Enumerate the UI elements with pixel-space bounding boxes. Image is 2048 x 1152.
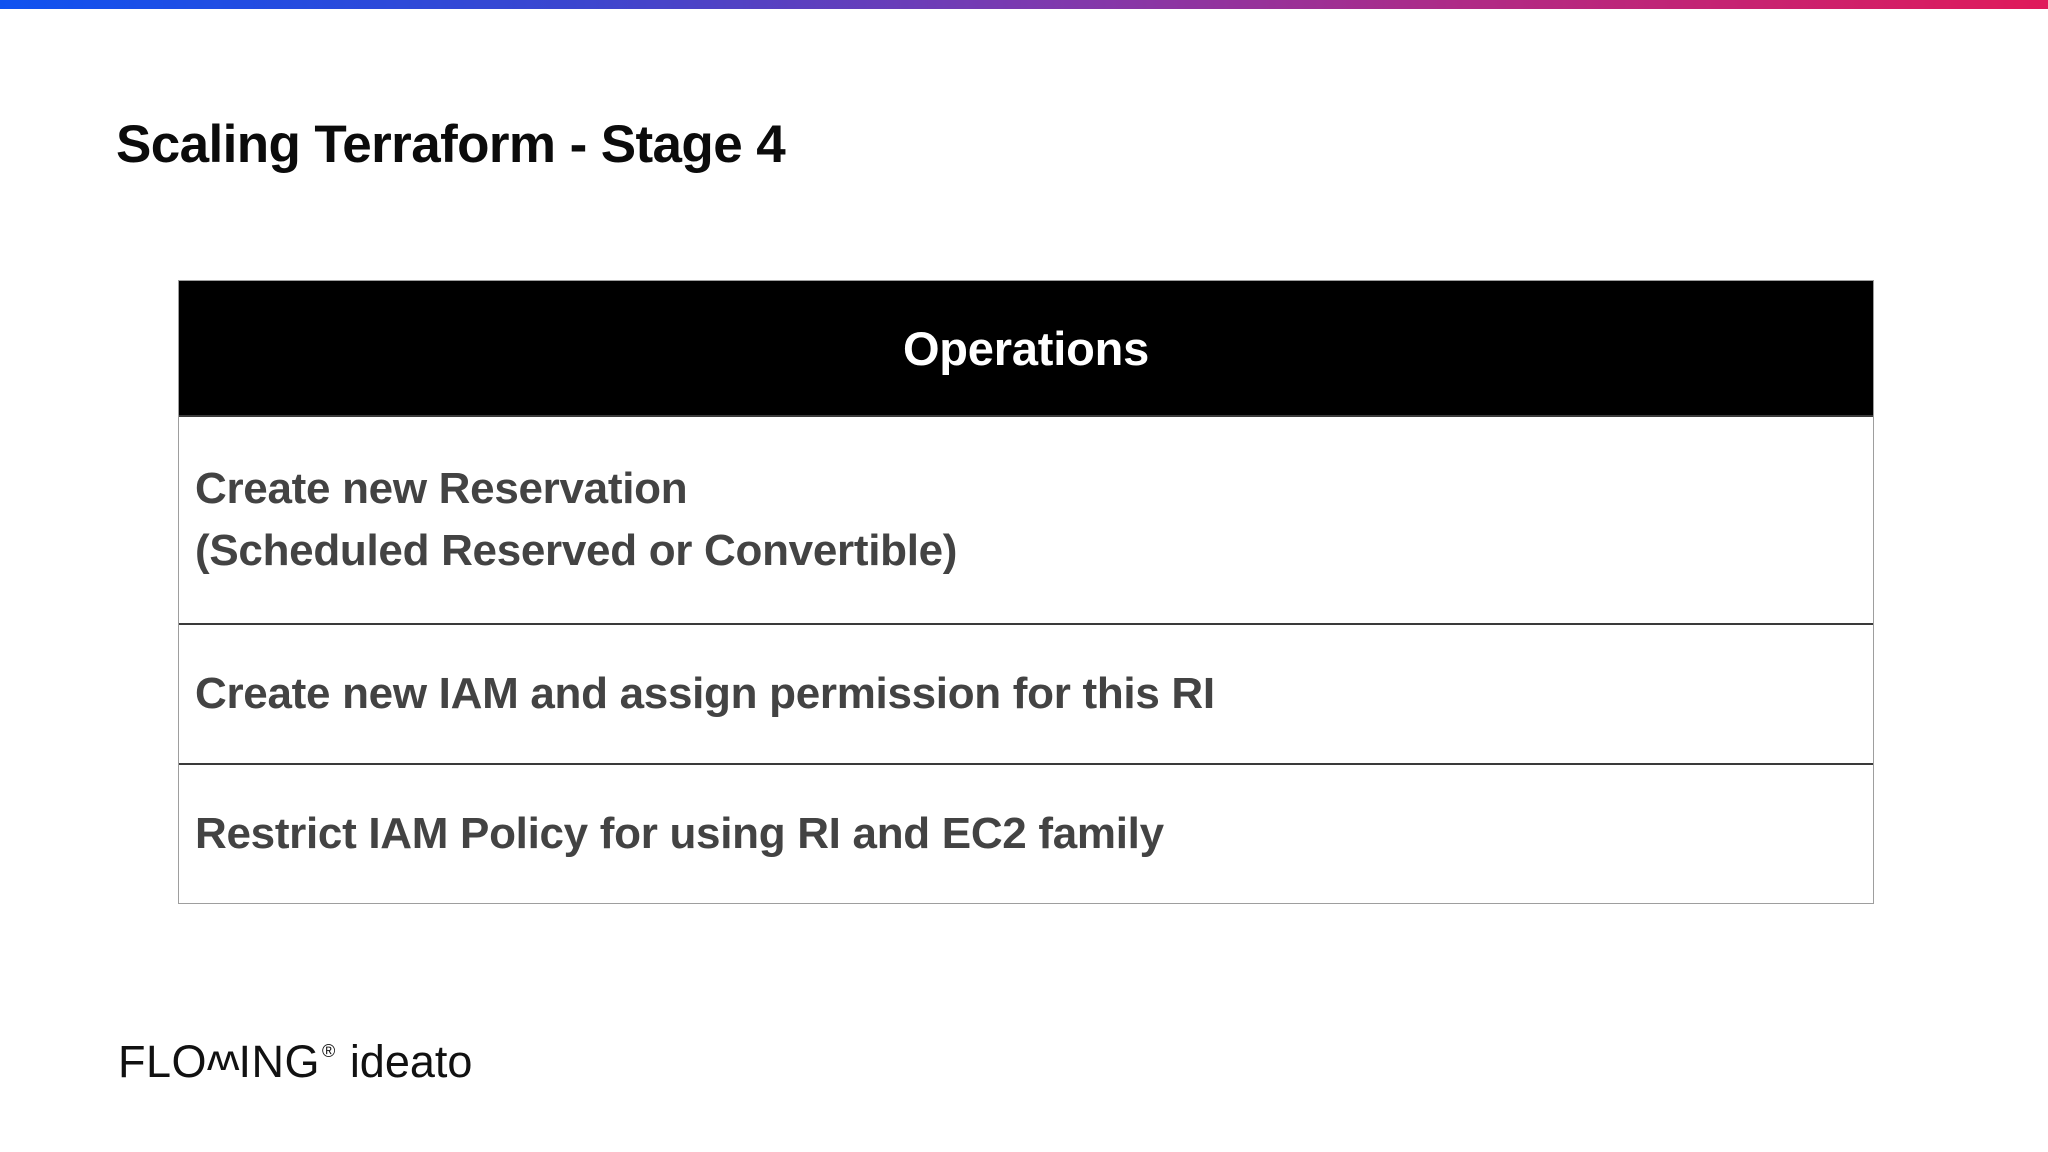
table-row: Create new IAM and assign permission for… <box>179 623 1873 763</box>
table-cell-operation-2: Create new IAM and assign permission for… <box>195 668 1215 718</box>
flowing-ideato-logo: FLO ʍ ING ® ideato <box>118 1036 472 1088</box>
logo-flowing-wordmark: FLO ʍ ING ® <box>118 1036 336 1088</box>
table-row: Create new Reservation (Scheduled Reserv… <box>179 415 1873 623</box>
page-title: Scaling Terraform - Stage 4 <box>116 115 786 174</box>
table-header-row: Operations <box>179 281 1873 415</box>
logo-double-u-glyph: ʍ <box>207 1037 239 1078</box>
operations-table: Operations Create new Reservation (Sched… <box>178 280 1874 904</box>
logo-ideato-wordmark: ideato <box>349 1036 473 1087</box>
logo-text-flo: FLO <box>118 1036 208 1087</box>
logo-text-ing: ING <box>238 1036 321 1087</box>
table-row: Restrict IAM Policy for using RI and EC2… <box>179 763 1873 903</box>
table-column-header-operations: Operations <box>902 321 1150 375</box>
table-cell-operation-1: Create new Reservation (Scheduled Reserv… <box>195 463 958 575</box>
table-cell-operation-3: Restrict IAM Policy for using RI and EC2… <box>195 808 1164 858</box>
registered-trademark-icon: ® <box>322 1041 336 1061</box>
top-accent-gradient-bar <box>0 0 2048 9</box>
